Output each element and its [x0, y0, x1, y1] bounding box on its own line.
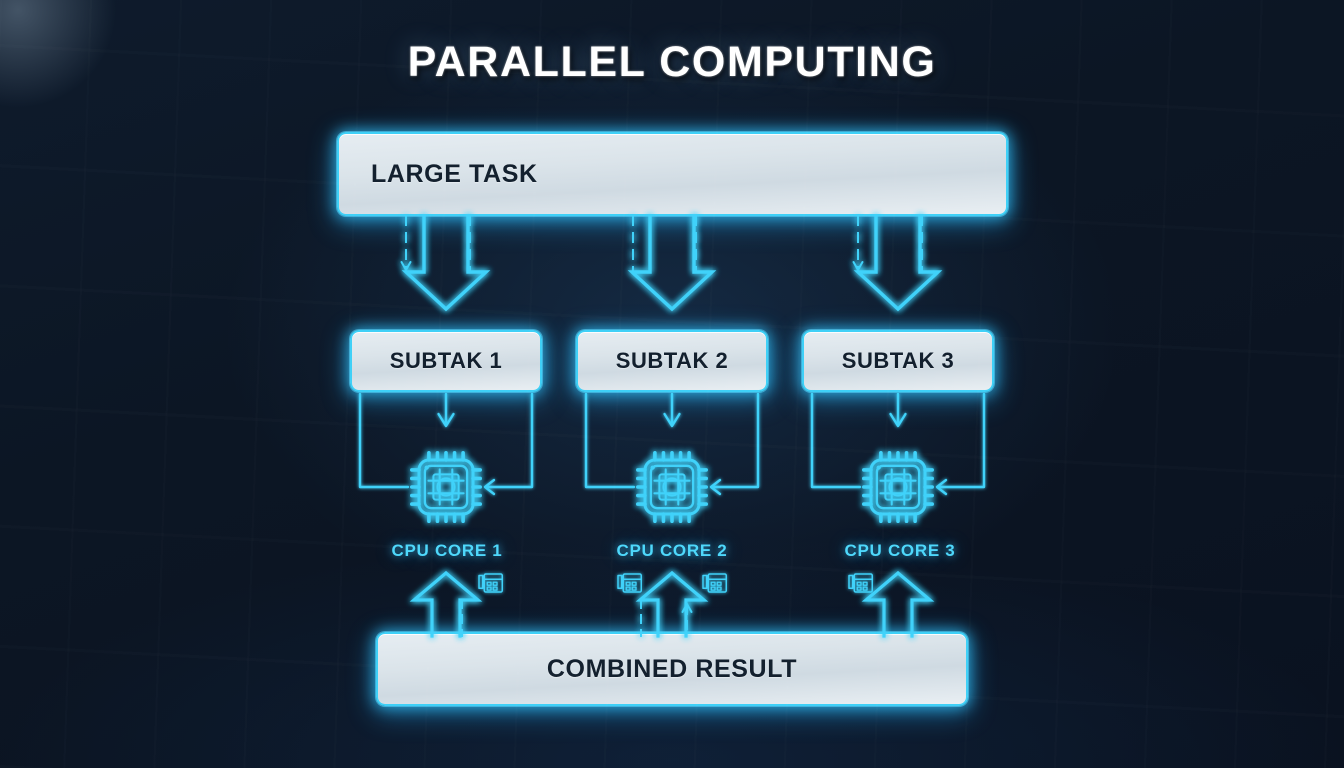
cpu-core-label-1: CPU CORE 1: [391, 541, 503, 560]
combined-result-box[interactable]: COMBINED RESULT: [376, 632, 968, 706]
merge-arrow-1: [409, 570, 483, 638]
subtask-box-2[interactable]: SUBTAK 2: [576, 330, 768, 392]
subtask-to-core-3: [810, 392, 986, 496]
large-task-label: LARGE TASK: [371, 159, 538, 188]
data-sheet-icon-3: [702, 573, 728, 593]
cpu-chip-icon-1: [409, 450, 483, 524]
split-arrow-2: [627, 214, 717, 312]
subtask-to-core-2: [584, 392, 760, 496]
subtask-to-core-1: [358, 392, 534, 496]
merge-arrow-3: [861, 570, 935, 638]
large-task-box[interactable]: LARGE TASK: [337, 132, 1008, 216]
split-arrow-3: [852, 214, 943, 312]
merge-arrow-2: [635, 570, 709, 638]
page-title: PARALLEL COMPUTING: [407, 38, 937, 86]
cpu-chip-icon-2: [635, 450, 709, 524]
subtask-label-2: SUBTAK 2: [615, 348, 729, 373]
cpu-core-label-3: CPU CORE 3: [844, 541, 956, 560]
data-sheet-icon-4: [848, 573, 874, 593]
cpu-core-label-2: CPU CORE 2: [616, 541, 728, 560]
combined-result-label: COMBINED RESULT: [546, 654, 798, 683]
cpu-chip-icon-3: [861, 450, 935, 524]
subtask-box-1[interactable]: SUBTAK 1: [350, 330, 542, 392]
subtask-label-3: SUBTAK 3: [841, 348, 955, 373]
split-arrow-1: [400, 214, 491, 312]
data-sheet-icon-1: [478, 573, 504, 593]
subtask-label-1: SUBTAK 1: [389, 348, 503, 373]
data-sheet-icon-2: [617, 573, 643, 593]
subtask-box-3[interactable]: SUBTAK 3: [802, 330, 994, 392]
